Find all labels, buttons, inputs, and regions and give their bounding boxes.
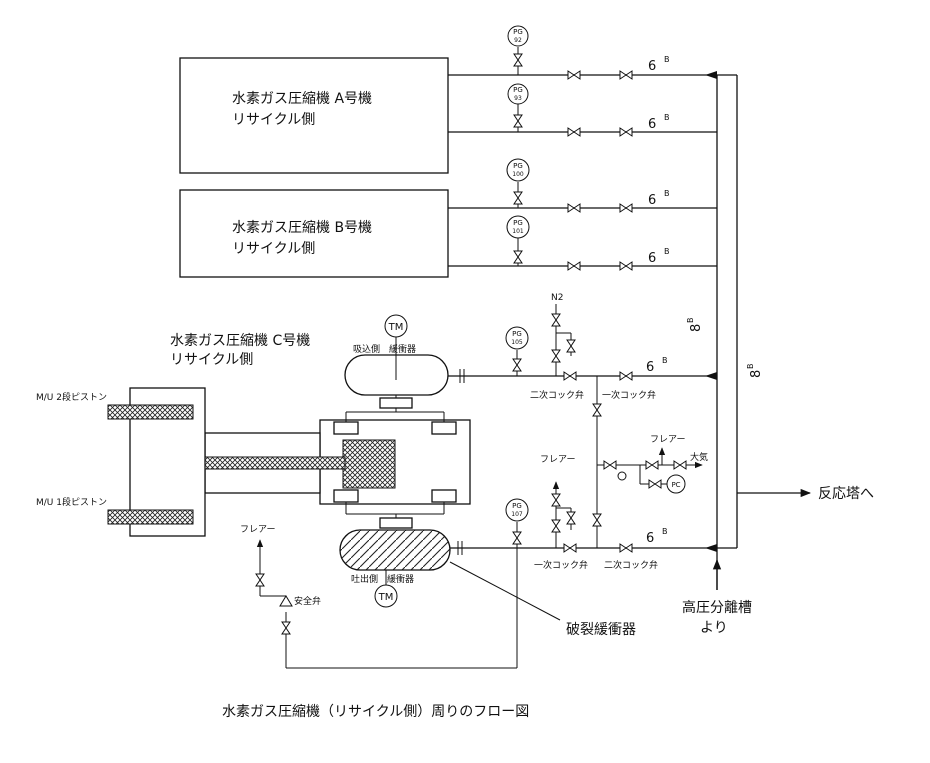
piston-stage2-label: M/U 2段ピストン — [36, 391, 107, 403]
rupture-buffer-label: 破裂緩衝器 — [566, 622, 636, 638]
temperature-meter-top — [384, 314, 408, 338]
pressure-gauge-a2 — [507, 83, 529, 105]
pg-c1-tag: PG — [512, 330, 522, 338]
pipe-size-b2-sup: B — [664, 247, 670, 256]
atmosphere-label: 大気 — [690, 451, 708, 463]
diagram-title: 水素ガス圧縮機（リサイクル側）周りのフロー図 — [222, 704, 529, 720]
compressor-a-label-line1: 水素ガス圧縮機 A号機 — [232, 91, 372, 107]
pipe-size-a1-sup: B — [664, 55, 670, 64]
safety-valve-label: 安全弁 — [294, 595, 321, 607]
pressure-gauge-b1 — [506, 158, 530, 182]
compressor-a-box — [179, 57, 449, 174]
pg-c2-tag: PG — [512, 502, 522, 510]
piston-stage2 — [107, 404, 194, 420]
discharge-vessel-label: 吐出側 緩衝器 — [351, 573, 414, 585]
flare-label-right: フレアー — [650, 435, 685, 445]
pg-a2-tag: PG — [513, 86, 523, 94]
line-a2: PG 93 6 B — [448, 83, 717, 137]
compressor-a-label-line2: リサイクル側 — [232, 112, 315, 128]
secondary-cock-valve-label-bottom: 二次コック弁 — [604, 559, 658, 571]
cylinder-piston — [342, 439, 396, 489]
n2-label: N2 — [551, 293, 563, 303]
pipe-size-c2-sup: B — [662, 527, 668, 536]
pipe-size-a2: 6 — [648, 117, 656, 132]
discharge-buffer-vessel — [339, 529, 451, 571]
pipe-size-b1: 6 — [648, 193, 656, 208]
pipe-size-header-2: 8 — [749, 370, 764, 378]
pipe-size-header-1: 8 — [689, 324, 704, 332]
pg-c2-num: 107 — [511, 511, 523, 518]
pressure-gauge-c1 — [505, 326, 529, 350]
bypass-line: PC フレアー 大気 — [592, 376, 708, 548]
line-c-suction: PG 105 6 B N2 二次コック弁 一次コック弁 — [505, 293, 668, 401]
pipe-size-header-2-sup: B — [746, 364, 755, 370]
compressor-b: 水素ガス圧縮機 B号機 リサイクル側 — [179, 189, 449, 278]
line-b2: PG 101 6 B — [448, 215, 717, 271]
pipe-size-c1-sup: B — [662, 356, 668, 365]
line-c-discharge: PG 107 6 B フレアー 一次コック弁 二次コック弁 — [450, 455, 717, 571]
pipe-size-b2: 6 — [648, 251, 656, 266]
primary-cock-valve-label-top: 一次コック弁 — [602, 389, 656, 401]
pg-a1-num: 92 — [514, 37, 522, 44]
pg-b2-num: 101 — [512, 228, 524, 235]
compressor-a: 水素ガス圧縮機 A号機 リサイクル側 — [179, 57, 449, 174]
compressor-c: 水素ガス圧縮機 C号機 リサイクル側 TM 吸込側 緩衝器 — [36, 314, 717, 638]
suction-vessel-label: 吸込側 緩衝器 — [353, 343, 416, 355]
pc-text: PC — [671, 481, 680, 489]
primary-cock-valve-label-bottom: 一次コック弁 — [534, 559, 588, 571]
compressor-c-label-line2: リサイクル側 — [170, 352, 253, 368]
pg-a2-num: 93 — [514, 95, 522, 102]
pipe-size-header-1-sup: B — [686, 318, 695, 324]
pg-a1-tag: PG — [513, 28, 523, 36]
flare-label-left: フレアー — [240, 525, 275, 535]
from-separator-label-2: より — [700, 620, 728, 636]
pipe-size-c2: 6 — [646, 531, 654, 546]
pipe-size-c1: 6 — [646, 360, 654, 375]
safety-valve-loop: フレアー 安全弁 — [240, 525, 518, 669]
from-separator-label-1: 高圧分離槽 — [682, 599, 752, 616]
temperature-meter-bottom — [374, 584, 398, 608]
pressure-gauge-c2 — [505, 498, 529, 522]
pg-b1-num: 100 — [512, 171, 524, 178]
pg-c1-num: 105 — [511, 339, 523, 346]
pipe-size-a2-sup: B — [664, 113, 670, 122]
pg-b2-tag: PG — [513, 219, 523, 227]
pipe-size-a1: 6 — [648, 59, 656, 74]
pipe-size-b1-sup: B — [664, 189, 670, 198]
secondary-cock-valve-label-top: 二次コック弁 — [530, 389, 584, 401]
pg-b1-tag: PG — [513, 162, 523, 170]
flare-label-middle: フレアー — [540, 455, 575, 465]
compressor-b-box — [179, 189, 449, 278]
line-b1: PG 100 6 B — [448, 158, 717, 213]
pressure-gauge-b2 — [506, 215, 530, 239]
tm-bottom-text: TM — [378, 592, 394, 603]
piston-stage1 — [107, 509, 194, 525]
line-a1: PG 92 6 B — [448, 25, 717, 80]
compressor-b-label-line1: 水素ガス圧縮機 B号機 — [232, 220, 372, 236]
pressure-controller — [666, 474, 686, 494]
compressor-b-label-line2: リサイクル側 — [232, 241, 315, 257]
header-pipes: 反応塔へ 高圧分離槽 より 8 B 8 B — [682, 74, 874, 636]
tm-top-text: TM — [388, 322, 404, 333]
piston-stage1-label: M/U 1段ピストン — [36, 496, 107, 508]
pressure-gauge-a1 — [507, 25, 529, 47]
to-reactor-label: 反応塔へ — [818, 486, 874, 502]
compressor-c-label-line1: 水素ガス圧縮機 C号機 — [170, 333, 310, 349]
